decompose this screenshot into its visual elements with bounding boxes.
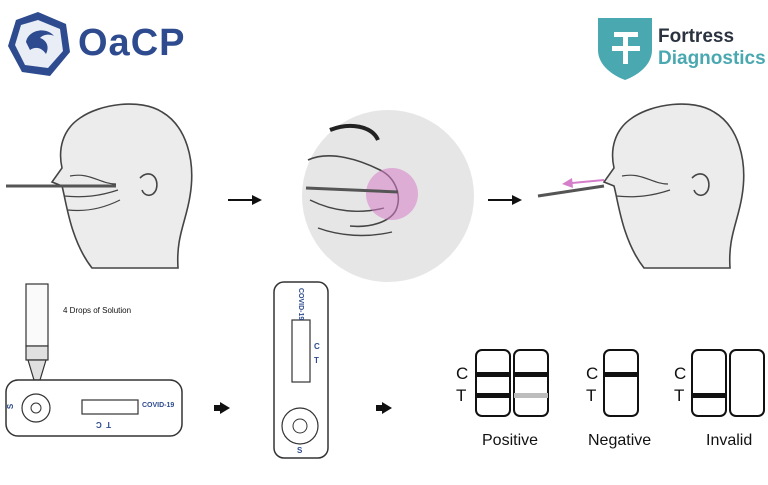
v-cassette-sample: S xyxy=(297,446,303,455)
result-invalid-strip-1 xyxy=(691,349,727,417)
negative-label: Negative xyxy=(588,432,652,449)
invalid-c-label: C xyxy=(674,364,687,383)
head-profile-3 xyxy=(602,103,745,269)
h-cassette-brand: COVID-19 xyxy=(142,402,175,409)
result-negative-strip xyxy=(603,349,639,417)
invalid-t-label: T xyxy=(674,386,685,405)
head-profile-1 xyxy=(50,103,193,269)
h-cassette-markers: T C xyxy=(96,420,112,429)
negative-t-label: T xyxy=(586,386,597,405)
horizontal-cassette xyxy=(5,379,183,437)
v-cassette-c: C xyxy=(314,342,320,351)
result-invalid-strip-2 xyxy=(729,349,765,417)
oacp-logo-icon xyxy=(8,12,70,76)
arrow-right-icon xyxy=(382,402,392,414)
arrow-right-icon xyxy=(220,402,230,414)
invalid-label: Invalid xyxy=(706,432,753,449)
dropper-tube xyxy=(25,283,49,381)
arrow-right-icon xyxy=(488,195,522,205)
positive-c-label: C xyxy=(456,364,469,383)
positive-t-label: T xyxy=(456,386,467,405)
result-positive-strip-1 xyxy=(475,349,511,417)
swab-3 xyxy=(537,184,605,198)
negative-c-label: C xyxy=(586,364,599,383)
drops-instruction: 4 Drops of Solution xyxy=(63,306,132,315)
h-cassette-sample: S xyxy=(6,403,16,410)
swab-target-highlight xyxy=(366,168,418,220)
fortress-line2: Diagnostics xyxy=(658,48,766,69)
result-positive-strip-2 xyxy=(513,349,549,417)
arrow-left-icon xyxy=(562,178,605,188)
arrow-right-icon xyxy=(228,195,262,205)
v-cassette-brand: COVID-19 xyxy=(297,288,304,321)
vertical-cassette xyxy=(273,281,329,459)
v-cassette-t: T xyxy=(314,356,319,365)
fortress-shield-icon xyxy=(598,18,652,80)
fortress-logo-text: Fortress Diagnostics xyxy=(658,26,766,70)
oacp-logo-text: OaCP xyxy=(78,22,186,64)
fortress-line1: Fortress xyxy=(658,26,735,47)
positive-label: Positive xyxy=(482,432,539,449)
nasal-cavity-zoom xyxy=(302,110,474,282)
